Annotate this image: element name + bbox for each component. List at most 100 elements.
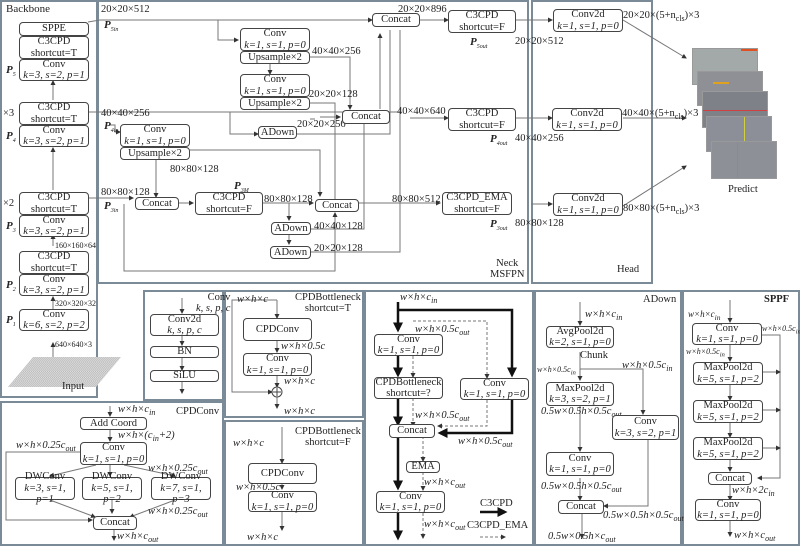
dim-p3in: 80×80×128 [101, 187, 150, 198]
c3cpd-in: w×h×cin [400, 292, 438, 306]
adown-half-left: w×h×0.5cin [537, 365, 576, 377]
block-label: Conv [42, 308, 66, 320]
block-param: k=3, s=2, p=1 [23, 70, 85, 81]
sppf-two: w×h×2cin [732, 485, 775, 499]
block-label: SPPE [42, 23, 66, 35]
block-label: Conv [42, 214, 66, 226]
neck-concat-top: Concat [372, 13, 420, 27]
p2-label: P2 [6, 279, 16, 294]
dim-adown1: 20×20×256 [297, 119, 346, 130]
cpdconv-after-coord: w×h×(cin+2) [118, 430, 175, 444]
adown-concat: Concat [558, 500, 604, 514]
sppf-half-left: w×h×0.5cin [686, 347, 725, 359]
p3m-label: P3M [234, 180, 249, 195]
p4-label: P4 [6, 130, 16, 145]
c3cpd-ema: EMA [406, 461, 440, 473]
block-label: Conv [42, 124, 66, 136]
cpdbt-mid: w×h×0.5c [281, 341, 326, 352]
mult-3: ×3 [3, 108, 15, 119]
p4out-label: P4out [490, 133, 508, 148]
p5in-label: P5in [104, 19, 119, 34]
cpdbt-cpdconv: CPDConv [243, 318, 312, 341]
block-label: C3CPD [37, 36, 71, 47]
predict-image-5 [711, 141, 777, 179]
dim-640: 640×640×3 [55, 340, 93, 349]
cpdconv-right1: w×h×0.25cout [148, 463, 208, 477]
neck-upsample-p4: Upsample×2 [120, 147, 190, 160]
adown-in: w×h×cin [585, 309, 623, 323]
block-label: C3CPD [37, 192, 71, 203]
block-param: k=6, s=2, p=2 [23, 320, 85, 331]
legend-c3cpd-ema: C3CPD_EMA [467, 520, 529, 531]
cpdbf-out: w×h×c [247, 532, 279, 543]
neck-adown-top: ADown [258, 126, 297, 139]
adown-chunk: Chunk [580, 350, 609, 361]
block-label: C3CPD [37, 102, 71, 113]
block-param: shortcut=T [30, 113, 78, 125]
head-title: Head [617, 264, 640, 275]
block-label: Conv [42, 273, 66, 285]
block-param: shortcut=T [30, 203, 78, 215]
cpdconv-left: w×h×0.25cout [16, 440, 76, 454]
head-out-3: 80×80×(5+ncls)×3 [623, 203, 700, 217]
c3cpd-half-right: w×h×0.5cout [458, 436, 513, 450]
adown-q3: 0.5w×0.5h×0.5cout [603, 510, 684, 524]
dim-320: 320×320×32 [55, 299, 97, 308]
cpdconv-title: CPDConv [176, 406, 220, 417]
adown-q2: 0.5w×0.5h×0.5cout [541, 481, 622, 495]
sppf-title: SPPF [764, 294, 790, 305]
dim-up3: 80×80×128 [170, 164, 219, 175]
adown-out: 0.5w×0.5h×cout [548, 531, 616, 545]
p5out-label: P5out [470, 36, 488, 51]
dim-adown3: 40×40×128 [314, 221, 363, 232]
p3out-label: P3out [490, 218, 508, 233]
dim-p3m-out: 80×80×128 [264, 194, 313, 205]
head-out-2: 40×40×(5+ncls)×3 [622, 108, 699, 122]
neck-concat-bot: Concat [315, 199, 359, 212]
cpdconv-addcoord: Add Coord [80, 417, 147, 430]
dim-160: 160×160×64 [55, 241, 97, 250]
c3cpd-out-mid: w×h×cout [424, 477, 466, 491]
p3-label: P3 [6, 220, 16, 235]
predict-label: Predict [728, 184, 758, 195]
cpdbf-mid: w×h×0.5c [236, 482, 281, 493]
legend-c3cpd: C3CPD [480, 498, 513, 509]
block-param: shortcut=T [30, 47, 78, 59]
block-label: C3CPD [37, 251, 71, 262]
cpdbt-out2: w×h×c [284, 406, 316, 417]
block-param: shortcut=T [30, 262, 78, 274]
adown-q1: 0.5w×0.5h×0.5cout [541, 406, 622, 419]
c3cpd-half-mid: w×h×0.5cout [415, 410, 470, 424]
adown-half-right: w×h×0.5cin [622, 360, 673, 374]
cpdbt-in: w×h×c [237, 294, 269, 305]
neck-upsample-top: Upsample×2 [240, 51, 310, 64]
block-param: k=3, s=2, p=1 [23, 136, 85, 147]
input-label: Input [62, 381, 85, 392]
p5-label: P5 [6, 64, 16, 79]
dim-concat-bot: 80×80×512 [392, 194, 441, 205]
